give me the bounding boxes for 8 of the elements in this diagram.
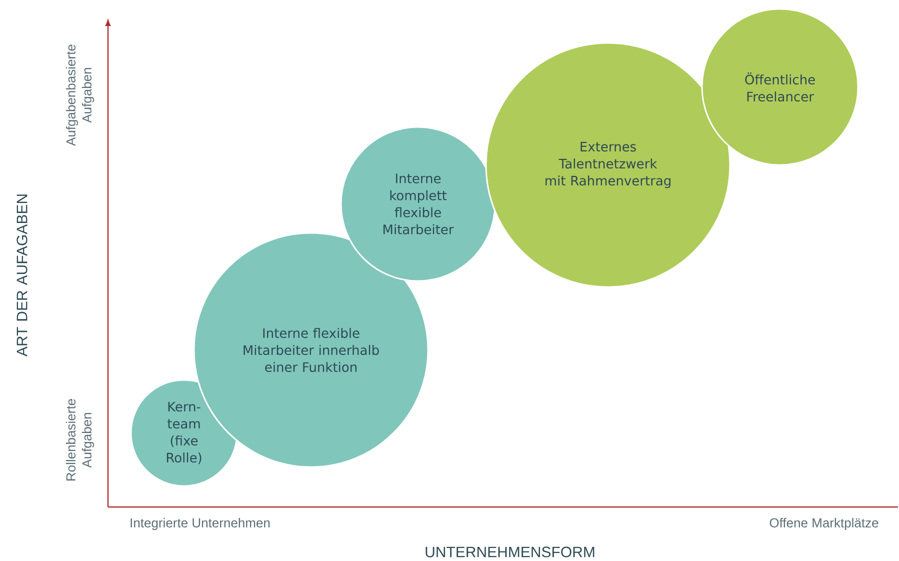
axis-title: ART DER AUFAGABEN: [16, 194, 28, 356]
axis-title: UNTERNEHMENSFORM: [426, 546, 594, 558]
axis-tick-label: Rollenbasierte Aufgaben: [66, 399, 94, 480]
bubble: Interne komplett flexible Mitarbeiter: [340, 126, 496, 282]
axis-tick-label: Aufgabenbasierte Aufgaben: [66, 44, 94, 146]
axis-tick-label: Integrierte Unternehmen: [130, 518, 270, 530]
axis-tick-label: Offene Marktplätze: [770, 518, 878, 530]
bubble: Öffentliche Freelancer: [701, 8, 859, 166]
